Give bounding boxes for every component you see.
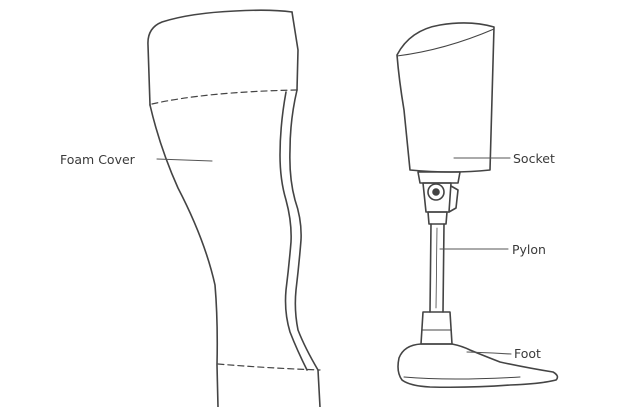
pylon-left-edge: [430, 224, 431, 312]
knee-joint-bolt: [433, 189, 439, 195]
socket-label: Socket: [513, 153, 555, 166]
foot-label: Foot: [514, 348, 541, 361]
pylon-label: Pylon: [512, 244, 546, 257]
pylon-right-edge: [443, 224, 444, 312]
foam-cover-label: Foam Cover: [60, 154, 135, 167]
